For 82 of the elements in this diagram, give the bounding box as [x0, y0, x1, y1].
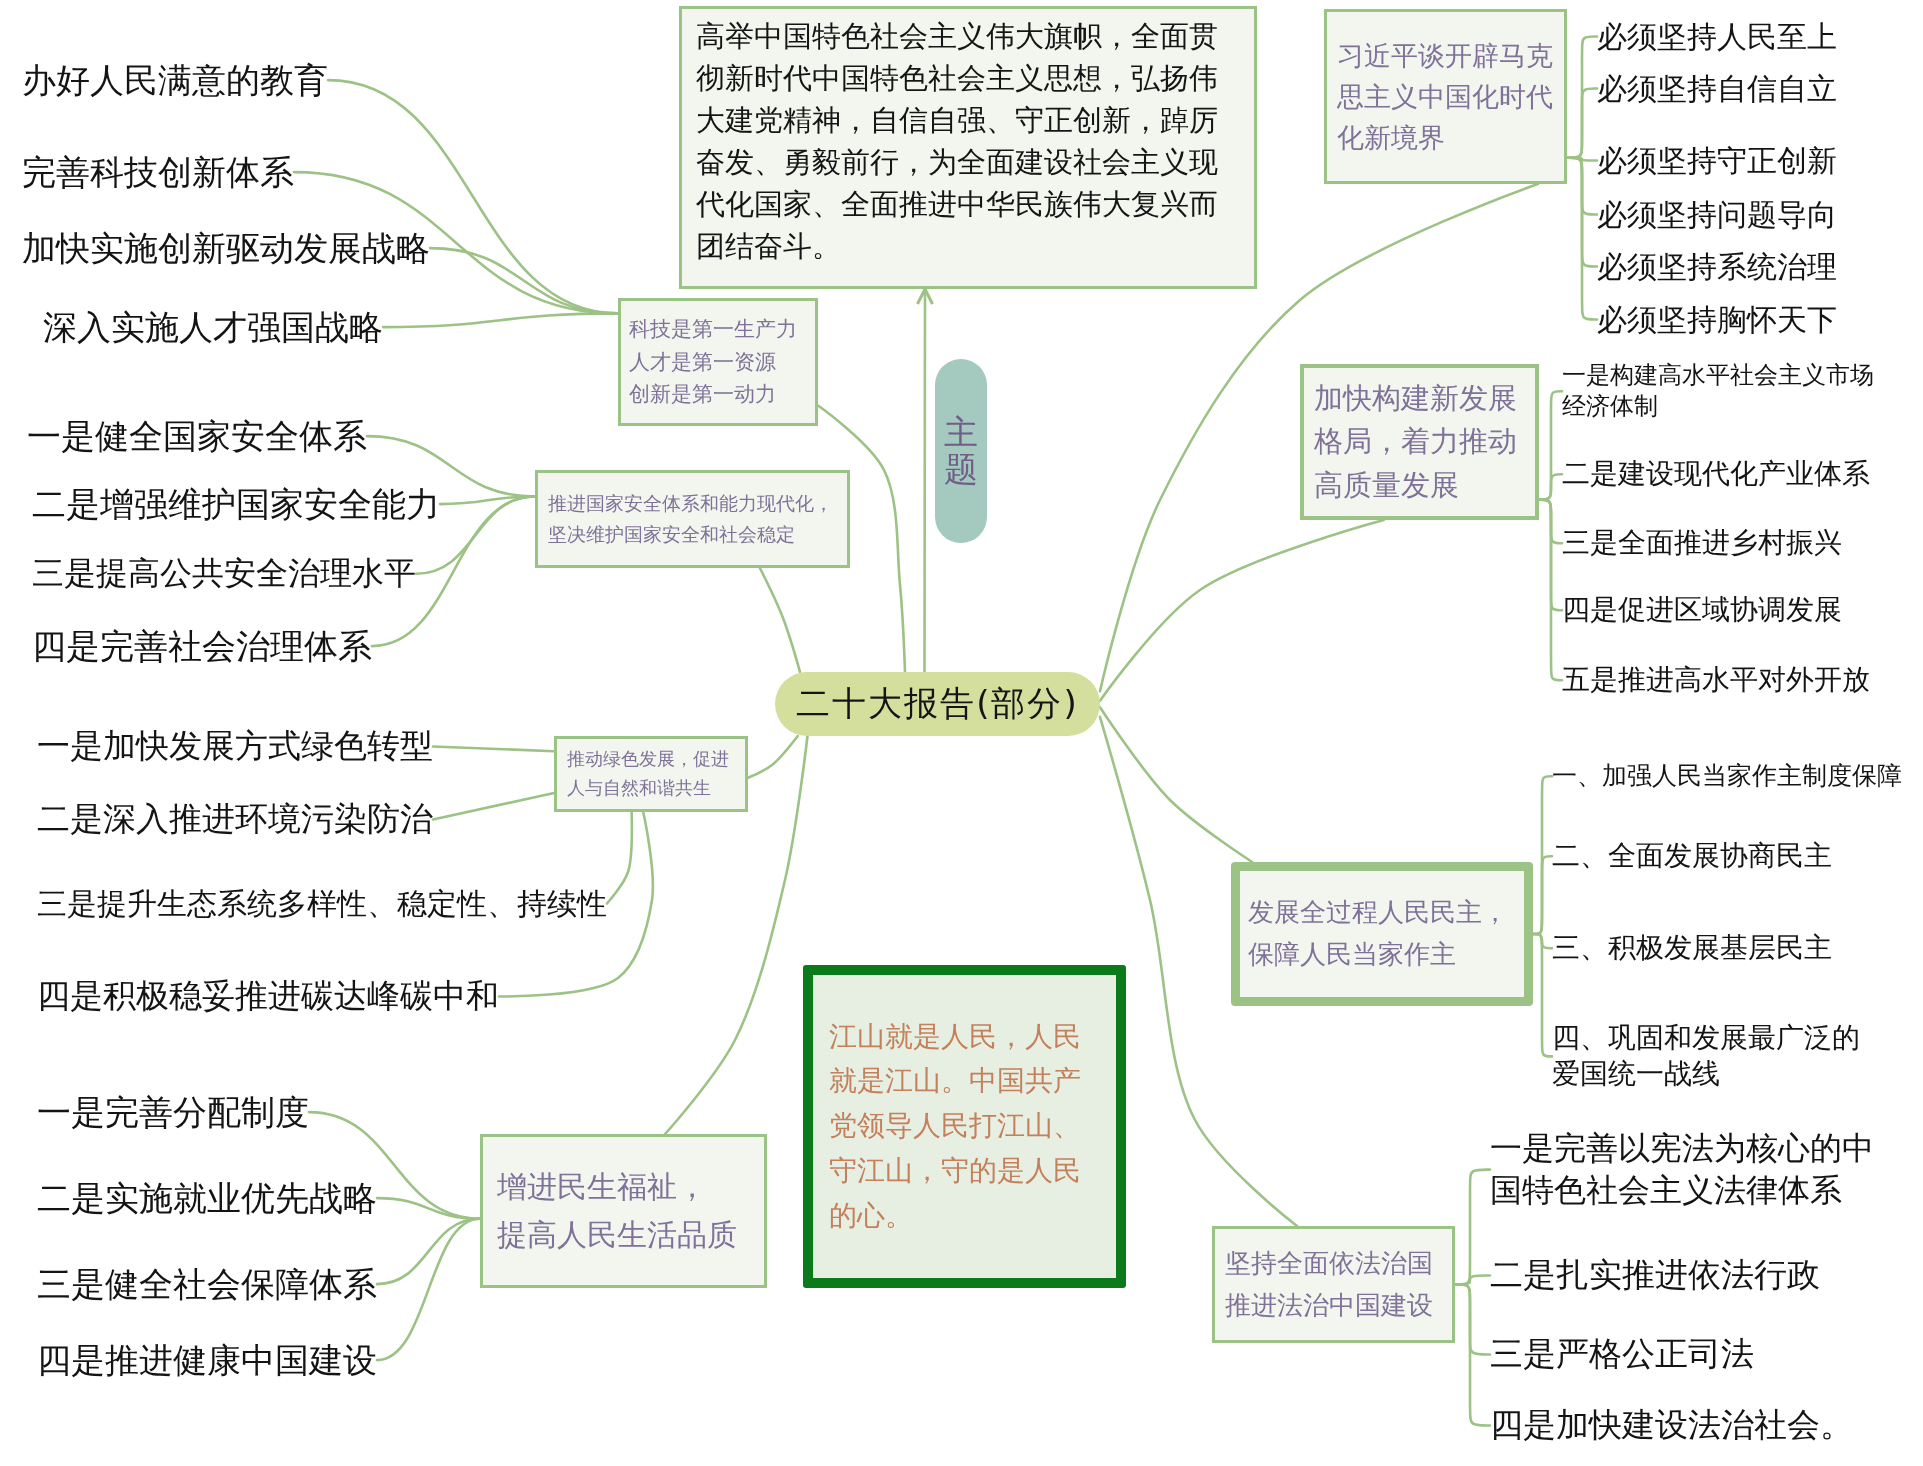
arrow	[916, 287, 934, 674]
quote-box	[803, 965, 1126, 1288]
branch-item-text: 三是严格公正司法	[1490, 1333, 1754, 1376]
branch-item-text: 二是实施就业优先战略	[37, 1176, 377, 1221]
topic-text: 坚决维护国家安全和社会稳定	[548, 523, 796, 547]
theme-tag-text: 主题	[944, 413, 978, 489]
connector-line	[1098, 182, 1540, 693]
branch-item-text: 一是完善以宪法为核心的中国特色社会主义法律体系	[1490, 1128, 1890, 1212]
branch-item-text: 一是加快发展方式绿色转型	[37, 725, 433, 768]
branch-item-text: 一是健全国家安全体系	[27, 414, 367, 459]
branch-item-text: 加快实施创新驱动发展战略	[22, 226, 430, 271]
connector-line	[431, 745, 556, 753]
topic-text: 推动绿色发展，促进人与自然和谐共生	[567, 747, 730, 800]
connector-line	[816, 404, 907, 674]
topic-text: 推进国家安全体系和能力现代化，	[548, 491, 834, 516]
branch-item-text: 三是健全社会保障体系	[37, 1262, 377, 1307]
branch-item-text: 四是促进区域协调发展	[1562, 592, 1842, 629]
connector-line	[1531, 932, 1554, 1058]
topic-box	[618, 298, 818, 426]
topic-box	[1324, 9, 1567, 184]
branch-item-text: 必须坚持系统治理	[1597, 247, 1837, 286]
branch-item-text: 二是增强维护国家安全能力	[32, 482, 440, 527]
topic-text: 习近平谈开辟马克思主义中国化时代化新境界	[1337, 38, 1554, 156]
topic-box	[1300, 364, 1539, 520]
branch-item-text: 二、全面发展协商民主	[1552, 838, 1832, 875]
topic-text: 人才是第一资源	[629, 348, 777, 376]
topic-text: 提高人民生活品质	[497, 1216, 738, 1254]
branch-item-text: 必须坚持问题导向	[1597, 195, 1837, 234]
theme-text: 高举中国特色社会主义伟大旗帜，全面贯彻新时代中国特色社会主义思想，弘扬伟大建党精神，自信自强、守正创新，踔厉奋发、勇毅前行，为全面建设社会主义现代化国家、全面推进中华民族伟大复兴而团结奋斗。	[696, 18, 1219, 266]
branch-item-text: 必须坚持守正创新	[1597, 141, 1837, 180]
topic-box	[480, 1134, 767, 1288]
branch-item-text: 四是完善社会治理体系	[32, 624, 372, 669]
branch-item-text: 四是加快建设法治社会。	[1490, 1404, 1853, 1447]
branch-item-text: 二是建设现代化产业体系	[1562, 456, 1870, 493]
topic-box	[535, 470, 850, 568]
topic-text: 保障人民当家作主	[1248, 938, 1457, 971]
connector-line	[497, 810, 655, 998]
topic-text: 科技是第一生产力	[629, 316, 798, 344]
topic-text: 创新是第一动力	[629, 381, 777, 409]
central-topic-text: 二十大报告(部分)	[796, 682, 1079, 725]
branch-item-text: 三是全面推进乡村振兴	[1562, 525, 1842, 562]
topic-text: 加快构建新发展格局，着力推动高质量发展	[1314, 379, 1518, 504]
connector-line	[746, 734, 800, 780]
branch-item-text: 办好人民满意的教育	[22, 58, 328, 103]
branch-item-text: 必须坚持自信自立	[1597, 69, 1837, 108]
branch-item-text: 四是推进健康中国建设	[37, 1338, 377, 1383]
topic-text: 坚持全面依法治国	[1225, 1246, 1434, 1280]
topic-box	[1231, 862, 1533, 1006]
branch-item-text: 四、巩固和发展最广泛的爱国统一战线	[1552, 1020, 1867, 1093]
connector-line	[375, 1217, 482, 1362]
connector-line	[375, 1196, 482, 1220]
branch-item-text: 二是深入推进环境污染防治	[37, 798, 433, 841]
topic-box	[554, 736, 748, 812]
connector-line	[1098, 518, 1385, 703]
connector-line	[1453, 1283, 1492, 1427]
topic-text: 推进法治中国建设	[1225, 1288, 1434, 1322]
branch-item-text: 四是积极稳妥推进碳达峰碳中和	[37, 975, 499, 1018]
topic-text: 发展全过程人民民主，	[1248, 896, 1509, 930]
branch-item-text: 完善科技创新体系	[22, 150, 294, 195]
topic-box	[1212, 1226, 1455, 1343]
connector-line	[663, 734, 809, 1136]
theme-tag-pill	[935, 359, 987, 543]
branch-item-text: 二是扎实推进依法行政	[1490, 1254, 1820, 1297]
connector-line	[605, 810, 634, 905]
connector-line	[1098, 715, 1299, 1228]
branch-item-text: 三是提高公共安全治理水平	[32, 553, 416, 595]
branch-item-text: 五是推进高水平对外开放	[1562, 662, 1870, 699]
connector-line	[1098, 705, 1254, 864]
branch-item-text: 一、加强人民当家作主制度保障	[1552, 760, 1902, 793]
connector-line	[431, 791, 556, 821]
central-topic-pill	[775, 672, 1100, 736]
branch-item-text: 一是构建高水平社会主义市场经济体制	[1562, 360, 1892, 423]
branch-item-text: 一是完善分配制度	[37, 1090, 309, 1135]
connector-line	[758, 566, 802, 674]
branch-item-text: 三、积极发展基层民主	[1552, 930, 1832, 967]
topic-text: 增进民生福祉，	[497, 1168, 708, 1206]
branch-item-text: 必须坚持胸怀天下	[1597, 300, 1837, 339]
branch-item-text: 必须坚持人民至上	[1597, 17, 1837, 56]
quote-text: 江山就是人民，人民就是江山。中国共产党领导人民打江山、守江山，守的是人民的心。	[829, 1018, 1082, 1234]
theme-box	[679, 6, 1257, 289]
branch-item-text: 深入实施人才强国战略	[43, 305, 383, 350]
branch-item-text: 三是提升生态系统多样性、稳定性、持续性	[37, 884, 607, 923]
